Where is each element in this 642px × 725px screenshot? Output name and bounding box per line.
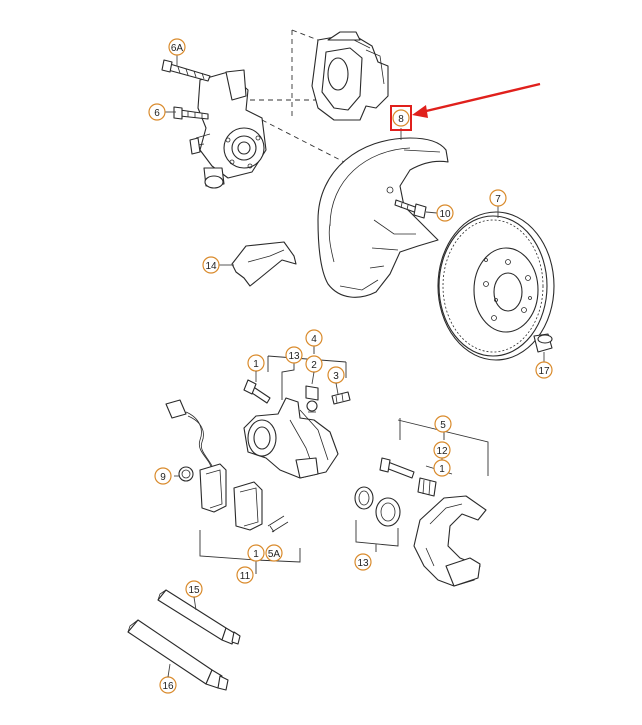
callout-label: 9 (160, 472, 166, 483)
callout-5a: 5A (265, 544, 283, 562)
callout-12: 12 (433, 441, 451, 459)
wear-sensor (165, 399, 215, 473)
callout-label: 1 (253, 359, 259, 370)
callout-2: 2 (305, 355, 323, 373)
callout-label: 2 (311, 360, 317, 371)
wheel-bolt-17 (533, 333, 553, 353)
bleeder-3 (331, 391, 351, 405)
splash-shield (317, 137, 449, 298)
bolt-6 (173, 106, 209, 120)
callout-17: 17 (535, 361, 553, 379)
callout-4: 4 (305, 329, 323, 347)
callout-label: 14 (205, 261, 217, 272)
callout-label: 5A (268, 549, 281, 560)
callout-6a: 6A (168, 38, 186, 56)
grease-tube-15 (157, 589, 241, 645)
caliper-bolt-1 (243, 379, 271, 404)
callout-15: 15 (185, 580, 203, 598)
brake-pad-outer (233, 481, 263, 531)
callout-label: 16 (162, 681, 174, 692)
callout-label: 1 (253, 549, 259, 560)
callout-5: 5 (434, 415, 452, 433)
callout-label: 17 (538, 366, 550, 377)
callout-8: 8 (392, 109, 410, 127)
steering-knuckle (189, 69, 267, 189)
callout-3: 3 (327, 366, 345, 384)
callout-16: 16 (159, 676, 177, 694)
callout-label: 6A (171, 43, 184, 54)
brake-pad-inner (199, 463, 227, 513)
callout-label: 3 (333, 371, 339, 382)
seal-ring-set (354, 486, 401, 527)
highlight-arrow (390, 82, 541, 131)
callout-label: 4 (311, 334, 317, 345)
rear-caliper (243, 397, 339, 479)
bolt-6a (161, 59, 211, 82)
callout-label: 11 (240, 571, 251, 582)
callout-label: 13 (357, 558, 369, 569)
callout-7: 7 (489, 189, 507, 207)
spring-clip-5a (267, 515, 289, 533)
callout-13-lower: 13 (354, 553, 372, 571)
callout-1-right: 1 (433, 459, 451, 477)
callout-11: 11 (236, 566, 254, 584)
callout-10: 10 (436, 204, 454, 222)
bolt-10 (394, 199, 427, 219)
clip-9 (178, 466, 194, 482)
callout-1-lower: 1 (247, 544, 265, 562)
carrier-bolt (379, 457, 437, 497)
callout-label: 12 (436, 446, 448, 457)
caliper-top (311, 31, 389, 121)
callout-label: 1 (439, 464, 445, 475)
callout-label: 5 (440, 420, 446, 431)
callout-13-upper: 13 (285, 346, 303, 364)
grease-tube-16 (127, 619, 229, 691)
callout-14: 14 (202, 256, 220, 274)
callout-label: 6 (154, 108, 160, 119)
brake-disc (437, 211, 555, 361)
caliper-carrier (413, 495, 487, 587)
bracket-14 (231, 241, 297, 287)
callout-label: 7 (495, 194, 501, 205)
callout-6: 6 (148, 103, 166, 121)
leader-lines-lower (167, 371, 339, 678)
callout-label: 8 (398, 114, 404, 125)
callout-label: 13 (288, 351, 300, 362)
callout-label: 15 (188, 585, 200, 596)
callout-9: 9 (154, 467, 172, 485)
alignment-dashes (250, 29, 351, 166)
callout-label: 10 (439, 209, 451, 220)
guide-pin-2 (305, 385, 319, 413)
callout-1-upper: 1 (247, 354, 265, 372)
